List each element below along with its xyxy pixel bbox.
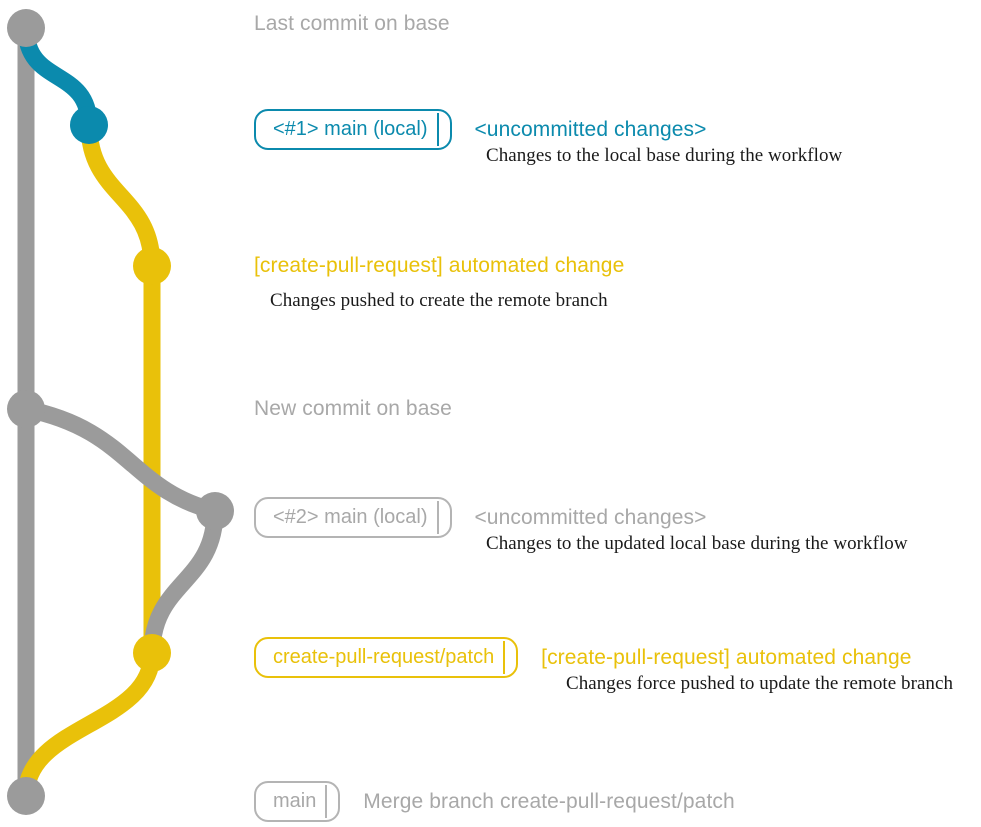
ref-badge-main-local-2[interactable]: <#2> main (local) (254, 497, 452, 538)
node-local-1 (70, 106, 108, 144)
node-base-new (7, 390, 45, 428)
commit-row-remote-commit-1: [create-pull-request] automated change (254, 254, 624, 278)
ref-badge-create-pull-request-patch[interactable]: create-pull-request/patch (254, 637, 519, 678)
commit-row-new-commit-on-base: New commit on base (254, 397, 452, 421)
ref-badge-main[interactable]: main (254, 781, 341, 822)
node-local-2 (196, 492, 234, 530)
commit-description-remote-commit-2: Changes force pushed to update the remot… (566, 673, 953, 695)
commit-subject: Merge branch create-pull-request/patch (363, 789, 735, 813)
node-base-head (7, 9, 45, 47)
commit-nodes (7, 9, 234, 815)
commit-description-local-commit-1: Changes to the local base during the wor… (486, 145, 842, 167)
commit-row-local-commit-2: <#2> main (local) <uncommitted changes> (254, 497, 707, 538)
commit-subject: <uncommitted changes> (474, 505, 707, 529)
commit-subject: Last commit on base (254, 12, 450, 35)
ref-badge-main-local-1[interactable]: <#1> main (local) (254, 109, 452, 150)
node-base-merge (7, 777, 45, 815)
edge-remote2-to-merge (17, 644, 161, 805)
node-remote-1 (133, 247, 171, 285)
commit-row-local-commit-1: <#1> main (local) <uncommitted changes> (254, 109, 707, 150)
commit-row-merge-commit: main Merge branch create-pull-request/pa… (254, 781, 735, 822)
edge-local1-to-remote1 (80, 116, 161, 275)
commit-subject: [create-pull-request] automated change (541, 645, 912, 669)
commit-row-last-commit-on-base: Last commit on base (254, 12, 450, 36)
edge-basenew-to-local2 (17, 400, 224, 520)
commit-subject: New commit on base (254, 397, 452, 420)
commit-description-local-commit-2: Changes to the updated local base during… (486, 533, 908, 555)
commit-subject: [create-pull-request] automated change (254, 254, 625, 277)
edge-local2-to-remote2 (143, 502, 224, 662)
commit-subject: <uncommitted changes> (474, 117, 707, 141)
commit-row-remote-commit-2: create-pull-request/patch [create-pull-r… (254, 637, 912, 678)
commit-description-remote-commit-1: Changes pushed to create the remote bran… (270, 290, 608, 312)
commit-description-text: Changes to the local base during the wor… (486, 145, 843, 166)
node-remote-2 (133, 634, 171, 672)
commit-description-text: Changes pushed to create the remote bran… (270, 290, 608, 311)
commit-description-text: Changes to the updated local base during… (486, 533, 908, 554)
commit-description-text: Changes force pushed to update the remot… (566, 673, 954, 694)
